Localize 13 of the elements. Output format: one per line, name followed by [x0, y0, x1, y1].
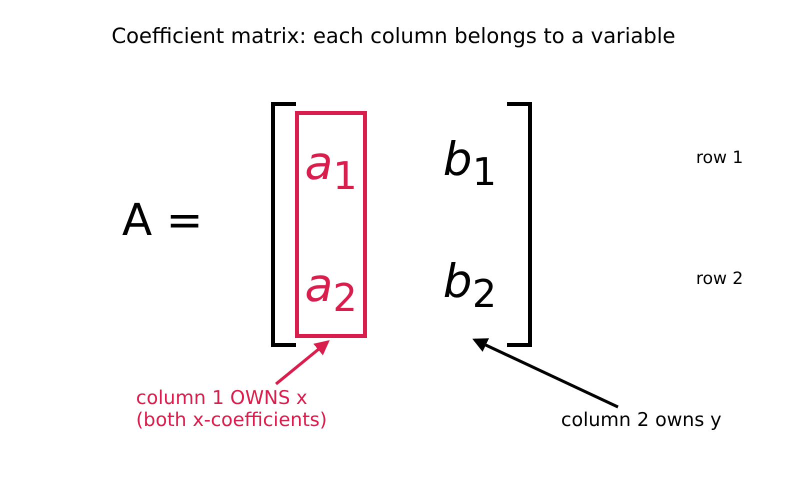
- highlight-box: [295, 111, 367, 338]
- matrix-entry: a$_{1}$: [304, 137, 358, 200]
- matrix-entry: b$_{1}$: [443, 133, 497, 196]
- annotation-text: column 2 owns y: [561, 410, 751, 432]
- row-label: row 2: [696, 270, 744, 290]
- matrix-name: A =: [122, 196, 203, 247]
- title: Coefficient matrix: each column belongs to a variable: [110, 24, 676, 48]
- matrix-entry: a$_{2}$: [304, 259, 358, 322]
- arrow: [472, 338, 619, 408]
- row-label: row 1: [696, 149, 744, 169]
- annotation-text: column 1 OWNS x (both x-coefficients): [136, 388, 336, 432]
- arrow: [275, 340, 330, 386]
- matrix-entry: b$_{2}$: [443, 255, 497, 318]
